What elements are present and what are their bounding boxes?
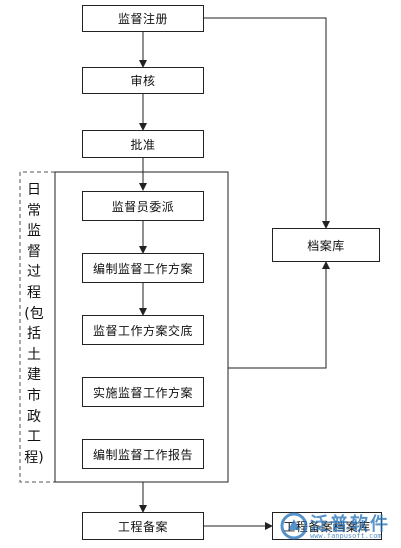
- node-approve: 批准: [82, 130, 204, 158]
- node-disclose: 监督工作方案交底: [82, 315, 204, 345]
- fanpu-logo-icon: [280, 512, 308, 540]
- watermark: 泛普软件 www.fanpusoft.com: [280, 510, 398, 546]
- arrow-group-archive: [228, 261, 330, 369]
- group-label: 日常监督过程(包括土建市政工程): [24, 182, 44, 466]
- node-filing: 工程备案: [82, 512, 204, 540]
- group-dashed-border: [19, 171, 55, 483]
- node-report-label: 编制监督工作报告: [92, 447, 193, 462]
- node-archive: 档案库: [272, 228, 380, 262]
- node-filing-label: 工程备案: [117, 519, 168, 534]
- group-box: [54, 171, 229, 483]
- watermark-url: www.fanpusoft.com: [310, 532, 382, 540]
- node-disclose-label: 监督工作方案交底: [92, 323, 193, 338]
- arrow-register-archive: [204, 17, 330, 229]
- node-register: 监督注册: [82, 5, 204, 32]
- watermark-name: 泛普软件: [310, 514, 390, 535]
- node-implement: 实施监督工作方案: [82, 377, 204, 407]
- node-plan-label: 编制监督工作方案: [92, 261, 193, 276]
- node-archive-label: 档案库: [307, 238, 345, 253]
- node-plan: 编制监督工作方案: [82, 253, 204, 283]
- node-register-label: 监督注册: [117, 12, 168, 26]
- node-assign: 监督员委派: [82, 191, 204, 221]
- node-implement-label: 实施监督工作方案: [92, 385, 193, 400]
- node-assign-label: 监督员委派: [111, 199, 175, 214]
- node-review: 审核: [82, 67, 204, 94]
- node-review-label: 审核: [130, 74, 156, 88]
- node-approve-label: 批准: [130, 137, 156, 152]
- node-report: 编制监督工作报告: [82, 439, 204, 469]
